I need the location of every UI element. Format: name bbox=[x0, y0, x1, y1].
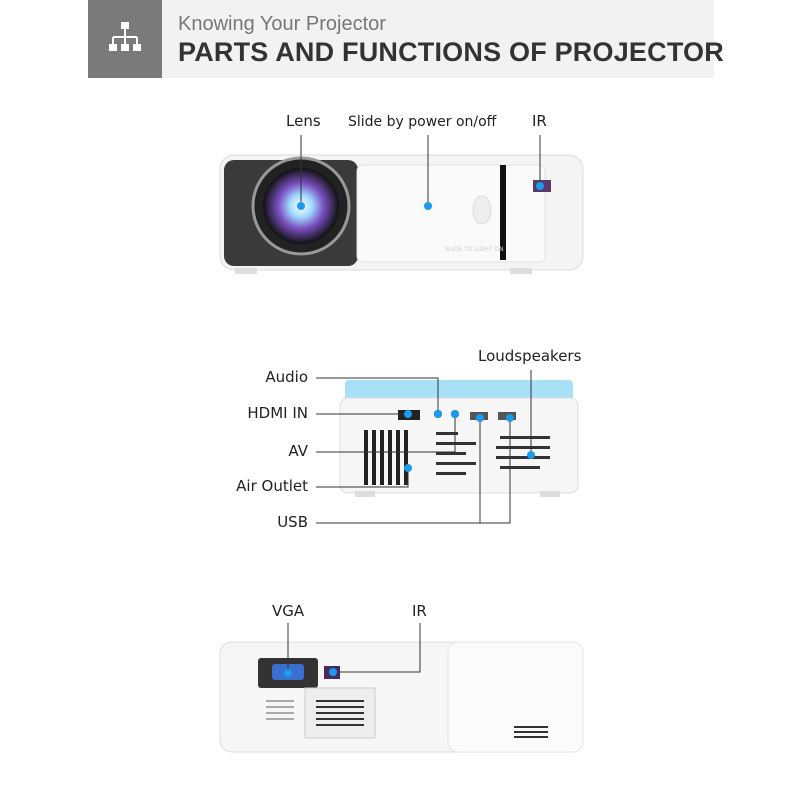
label-loudspeakers: Loudspeakers bbox=[478, 347, 582, 365]
header-subtitle: Knowing Your Projector bbox=[178, 13, 386, 35]
projector-side-view bbox=[339, 380, 579, 497]
label-audio: Audio bbox=[265, 368, 308, 386]
label-air-outlet: Air Outlet bbox=[236, 477, 308, 495]
label-ir-back: IR bbox=[412, 602, 427, 620]
label-ir-front: IR bbox=[532, 112, 547, 130]
label-usb: USB bbox=[277, 513, 308, 531]
projector-back-view bbox=[219, 641, 584, 753]
sitemap-icon bbox=[109, 22, 141, 51]
label-lens: Lens bbox=[286, 112, 321, 130]
projector-front-view bbox=[219, 154, 584, 274]
label-vga: VGA bbox=[272, 602, 305, 620]
marker-dots bbox=[284, 182, 544, 677]
header-icon-box bbox=[88, 0, 162, 78]
page-title: PARTS AND FUNCTIONS OF PROJECTOR bbox=[178, 37, 724, 67]
label-hdmi-in: HDMI IN bbox=[247, 404, 308, 422]
slide-text: SLIDE TO LIGHT ON bbox=[445, 246, 504, 253]
callout-lines bbox=[287, 135, 541, 673]
header-bar bbox=[162, 0, 714, 78]
label-av: AV bbox=[288, 442, 308, 460]
label-slide-power: Slide by power on/off bbox=[348, 114, 497, 130]
